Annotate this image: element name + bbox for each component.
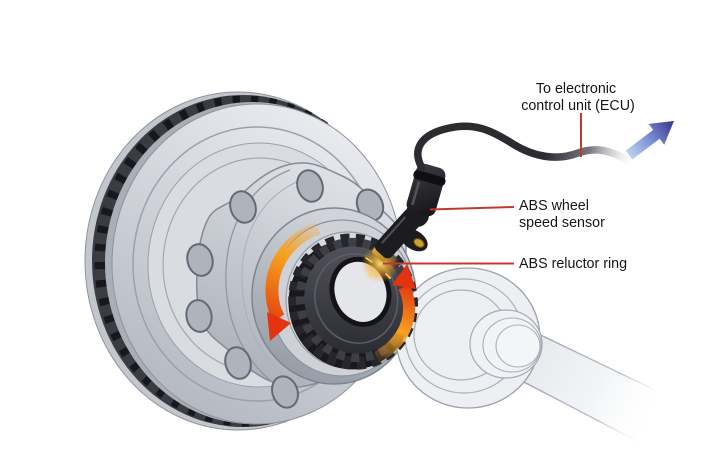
bolt-hole <box>229 190 257 224</box>
bolt-hole <box>355 188 385 222</box>
rotation-arrow-left-arc <box>265 221 321 322</box>
rotation-arrow-right <box>373 264 416 363</box>
label-wheel-sensor: ABS wheel speed sensor <box>519 198 605 231</box>
bolt-hole <box>186 243 214 277</box>
axle-shaft-top-edge <box>523 326 656 391</box>
sensor-cable <box>414 122 632 172</box>
sensor-connector-highlight <box>411 181 421 206</box>
abs-wheel-speed-sensor <box>372 163 446 262</box>
sensor-connector-collar <box>413 170 446 186</box>
ecu-arrow-icon <box>625 121 674 160</box>
label-wheel-sensor-line1: ABS wheel <box>519 198 589 214</box>
label-wheel-sensor-line2: speed sensor <box>519 215 605 231</box>
spark <box>368 271 375 277</box>
hub-machined-swirl-2 <box>241 179 302 375</box>
label-reluctor-ring: ABS reluctor ring <box>519 256 627 272</box>
bolt-hole <box>224 346 252 380</box>
rotation-arrow-right-head <box>392 264 416 289</box>
reluctor-ring-bevel <box>314 253 399 344</box>
rotation-arrow-left-head <box>267 312 291 341</box>
cv-joint-and-axle <box>395 267 657 442</box>
cv-boot-step-3 <box>495 324 541 368</box>
label-ecu: To electronic control unit (ECU) <box>521 81 635 114</box>
bolt-hole <box>271 375 299 409</box>
label-ecu-line1: To electronic <box>536 81 616 97</box>
leader-line-sensor <box>429 206 515 211</box>
bolt-holes <box>185 169 385 409</box>
leader-lines <box>383 113 582 265</box>
label-ecu-line2: control unit (ECU) <box>521 98 635 114</box>
rotation-arrow-left <box>265 221 321 341</box>
spark <box>365 257 373 263</box>
bolt-hole <box>296 169 324 203</box>
bolt-hole <box>185 299 213 333</box>
spark-glints <box>365 257 391 279</box>
spark <box>385 273 391 279</box>
sensor-body-highlight <box>381 212 410 244</box>
sensor-lug-gold-bush <box>413 238 425 248</box>
rotation-arrow-right-arc <box>373 284 416 363</box>
